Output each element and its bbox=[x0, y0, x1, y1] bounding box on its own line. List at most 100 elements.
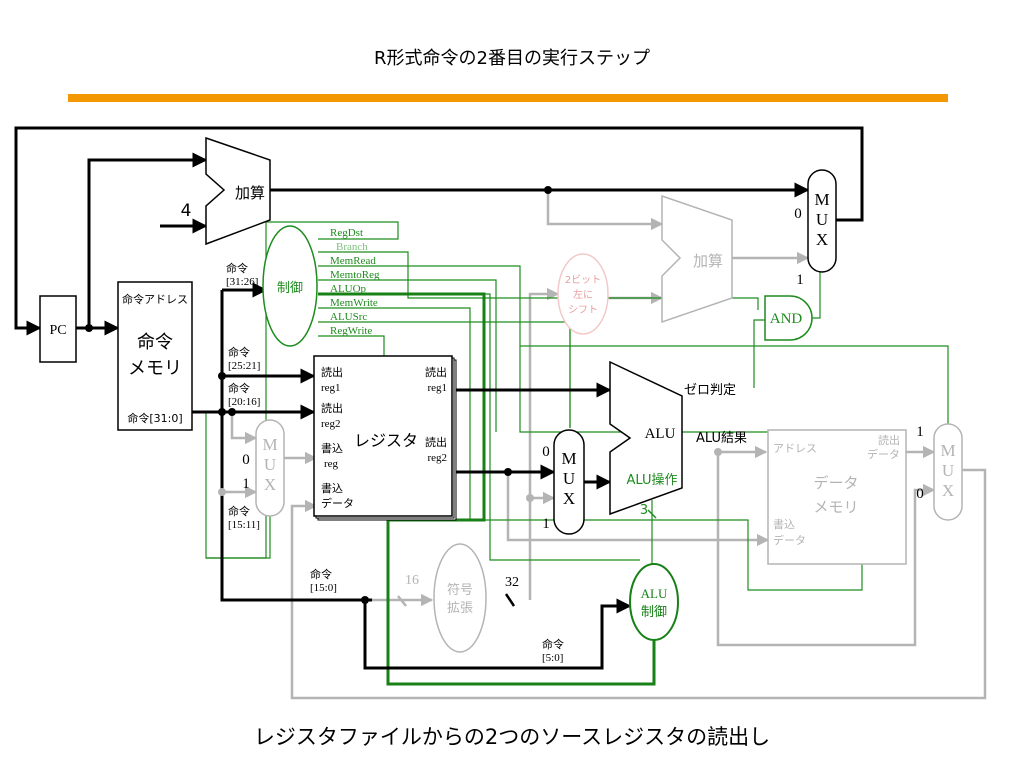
mux-alusrc-sel0: 0 bbox=[542, 444, 550, 460]
shift-line-3: シフト bbox=[568, 305, 598, 316]
active-wires bbox=[14, 126, 864, 670]
svg-text:X: X bbox=[563, 489, 575, 508]
mux-regdst-sel1: 1 bbox=[242, 476, 250, 492]
field-15-0-b: [15:0] bbox=[310, 582, 337, 594]
and-gate-label: AND bbox=[770, 311, 803, 327]
mux-alusrc-sel1: 1 bbox=[542, 516, 550, 532]
mux-memtoreg bbox=[933, 423, 963, 521]
slide-caption: レジスタファイルからの2つのソースレジスタの読出し bbox=[254, 725, 770, 749]
accent-bar bbox=[68, 94, 948, 102]
svg-text:M: M bbox=[814, 190, 829, 209]
signal-regwrite: RegWrite bbox=[330, 325, 372, 337]
field-5-0-b: [5:0] bbox=[542, 652, 563, 664]
dmem-title-1: データ bbox=[813, 474, 858, 492]
signal-aluop: ALUOp bbox=[330, 283, 367, 295]
adder-branch bbox=[661, 194, 733, 324]
alu-result-label: ALU結果 bbox=[696, 431, 747, 446]
alu-ctrl-1: ALU bbox=[641, 586, 668, 601]
alu-op-width: 3 bbox=[640, 503, 648, 518]
dmem-wdata-b: データ bbox=[773, 533, 806, 547]
mux-top-sel0: 0 bbox=[794, 206, 802, 222]
se-out-width: 32 bbox=[505, 575, 519, 590]
and-gate bbox=[764, 295, 813, 341]
svg-text:X: X bbox=[816, 230, 828, 249]
alu-op-label: ALU操作 bbox=[626, 472, 677, 488]
rf-out1-b: reg1 bbox=[427, 382, 447, 394]
rf-read1-b: reg1 bbox=[321, 382, 341, 394]
svg-text:U: U bbox=[264, 455, 276, 474]
register-file bbox=[313, 355, 453, 517]
field-5-0-a: 命令 bbox=[542, 637, 564, 651]
se-in-width: 16 bbox=[405, 573, 419, 588]
junction-dots-inactive bbox=[218, 448, 722, 502]
svg-text:U: U bbox=[816, 210, 828, 229]
pc-register bbox=[39, 295, 77, 363]
instruction-memory bbox=[117, 281, 193, 431]
field-15-11-a: 命令 bbox=[228, 504, 250, 518]
imem-title-1: 命令 bbox=[137, 332, 173, 353]
signal-alusrc: ALUSrc bbox=[330, 311, 367, 323]
svg-text:U: U bbox=[942, 461, 954, 480]
svg-text:X: X bbox=[942, 481, 954, 500]
field-15-11-b: [15:11] bbox=[228, 519, 260, 531]
mux-top bbox=[807, 169, 837, 273]
sign-ext-2: 拡張 bbox=[447, 601, 473, 616]
rf-read2-b: reg2 bbox=[321, 418, 341, 430]
mux-top-sel1: 1 bbox=[796, 272, 804, 288]
field-20-16-b: [20:16] bbox=[228, 396, 260, 408]
rf-read1-a: 読出 bbox=[321, 365, 343, 379]
rf-out2-b: reg2 bbox=[427, 452, 447, 464]
svg-text:M: M bbox=[940, 441, 955, 460]
rf-out2-a: 読出 bbox=[425, 435, 447, 449]
imem-addr: 命令アドレス bbox=[122, 292, 188, 306]
adder-top-label: 加算 bbox=[235, 184, 265, 202]
aluop-slash bbox=[647, 509, 657, 519]
imem-title-2: メモリ bbox=[128, 358, 182, 379]
rf-out1-a: 読出 bbox=[425, 365, 447, 379]
shift-line-1: 2ビット bbox=[565, 274, 601, 286]
field-31-26-b: [31:26] bbox=[226, 276, 258, 288]
signal-memread: MemRead bbox=[330, 255, 376, 267]
imem-out: 命令[31:0] bbox=[127, 411, 182, 425]
pc-label: PC bbox=[49, 323, 66, 338]
rf-wdata-a: 書込 bbox=[321, 481, 343, 495]
field-20-16-a: 命令 bbox=[228, 381, 250, 395]
alu-label: ALU bbox=[645, 426, 676, 442]
rf-write-b: reg bbox=[324, 458, 339, 470]
field-31-26-a: 命令 bbox=[226, 261, 248, 275]
adder-top bbox=[205, 136, 271, 246]
svg-text:M: M bbox=[561, 449, 576, 468]
dmem-wdata-a: 書込 bbox=[773, 517, 795, 531]
se-out-slash bbox=[504, 593, 516, 607]
adder-const: 4 bbox=[181, 201, 192, 221]
shift-left-2 bbox=[557, 253, 609, 335]
se-in-slash bbox=[397, 595, 407, 607]
adder-branch-label: 加算 bbox=[693, 252, 723, 270]
rf-write-a: 書込 bbox=[321, 441, 343, 455]
mux-mem-sel0: 0 bbox=[916, 486, 924, 502]
signal-regdst: RegDst bbox=[330, 227, 363, 239]
junction-dots bbox=[85, 186, 552, 604]
signal-memtoreg: MemtoReg bbox=[330, 269, 380, 281]
alu bbox=[609, 360, 683, 516]
mux-regdst-sel0: 0 bbox=[242, 452, 250, 468]
control-unit bbox=[262, 225, 318, 347]
field-25-21-a: 命令 bbox=[228, 345, 250, 359]
mux-mem-sel1: 1 bbox=[916, 424, 924, 440]
rf-wdata-b: データ bbox=[321, 496, 354, 510]
svg-text:U: U bbox=[563, 469, 575, 488]
control-unit-label: 制御 bbox=[277, 281, 303, 296]
mux-alusrc bbox=[553, 429, 585, 535]
regfile-title: レジスタ bbox=[354, 431, 418, 450]
dmem-addr: アドレス bbox=[773, 442, 817, 455]
dmem-title-2: メモリ bbox=[813, 498, 858, 516]
rf-read2-a: 読出 bbox=[321, 401, 343, 415]
shift-line-2: 左に bbox=[573, 288, 593, 301]
signal-branch: Branch bbox=[336, 241, 368, 253]
svg-text:X: X bbox=[264, 475, 276, 494]
alu-control bbox=[629, 563, 679, 641]
dmem-read-a: 読出 bbox=[878, 433, 900, 447]
mux-regdst bbox=[255, 419, 285, 517]
sign-ext-1: 符号 bbox=[447, 582, 473, 598]
